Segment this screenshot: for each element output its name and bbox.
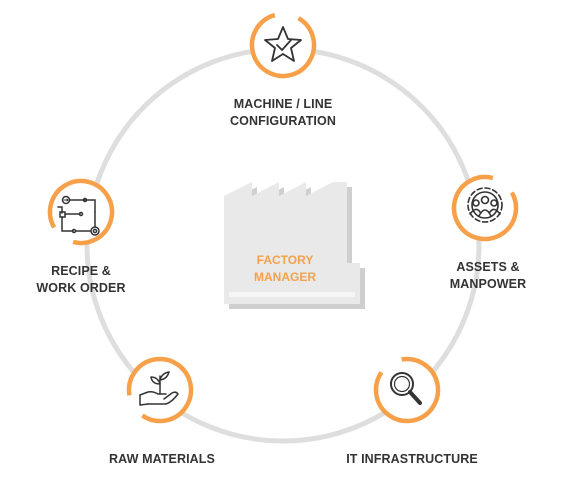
node-it[interactable] — [371, 354, 443, 426]
center-label: FACTORY MANAGER — [240, 252, 330, 286]
gear-people-icon — [467, 187, 503, 223]
label-machine: MACHINE / LINE CONFIGURATION — [203, 96, 363, 130]
label-recipe-line1: RECIPE & — [51, 264, 111, 278]
center-label-line1: FACTORY — [256, 253, 314, 267]
label-raw-line1: RAW MATERIALS — [109, 452, 215, 466]
label-machine-line2: CONFIGURATION — [230, 114, 336, 128]
node-raw[interactable] — [124, 354, 196, 426]
node-assets[interactable] — [443, 166, 528, 251]
node-machine[interactable] — [241, 3, 326, 88]
label-recipe-line2: WORK ORDER — [36, 281, 126, 295]
flow-diagram-icon — [57, 195, 100, 236]
magnifier-icon — [390, 372, 422, 405]
label-recipe: RECIPE & WORK ORDER — [26, 263, 136, 297]
center-label-line2: MANAGER — [254, 270, 316, 284]
factory-icon — [224, 182, 365, 309]
label-it: IT INFRASTRUCTURE — [337, 451, 487, 468]
node-recipe[interactable] — [39, 170, 124, 255]
label-raw: RAW MATERIALS — [97, 451, 227, 468]
hand-plant-icon — [139, 371, 179, 406]
label-assets-line1: ASSETS & — [456, 260, 520, 274]
label-assets: ASSETS & MANPOWER — [433, 259, 543, 293]
label-machine-line1: MACHINE / LINE — [233, 97, 333, 111]
label-assets-line2: MANPOWER — [449, 277, 527, 291]
star-check-icon — [264, 26, 302, 62]
label-it-line1: IT INFRASTRUCTURE — [346, 452, 478, 466]
